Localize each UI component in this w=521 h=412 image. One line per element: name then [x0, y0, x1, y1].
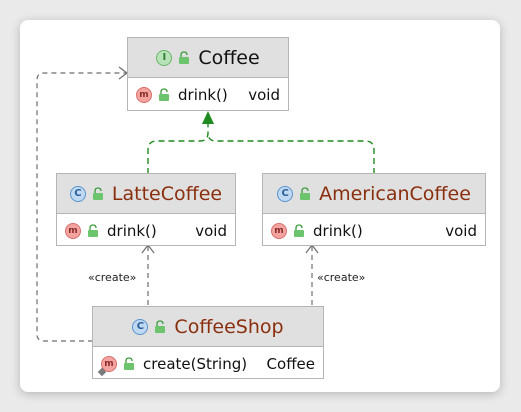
- coffee-shop-header: C CoffeeShop: [93, 307, 323, 347]
- class-icon: C: [277, 185, 294, 202]
- method-name: drink(): [178, 85, 228, 104]
- public-lock-icon: [179, 50, 190, 64]
- method-return-type: void: [195, 221, 227, 240]
- public-lock-icon: [92, 186, 103, 200]
- latte-coffee-title: LatteCoffee: [111, 182, 223, 205]
- coffee-shop-title: CoffeeShop: [174, 315, 284, 338]
- public-lock-icon: [159, 87, 169, 101]
- american-coffee-class-box[interactable]: C AmericanCoffee m drink() void: [262, 173, 486, 246]
- public-lock-icon: [155, 319, 166, 333]
- create-latte-label: «create»: [88, 271, 137, 284]
- method-name: create(String): [143, 354, 248, 373]
- method-name: drink(): [107, 221, 157, 240]
- public-lock-icon: [88, 223, 98, 237]
- latte-method-row[interactable]: m drink() void: [57, 214, 235, 247]
- american-method-row[interactable]: m drink() void: [263, 214, 485, 247]
- coffee-method-row[interactable]: m drink() void: [128, 78, 288, 111]
- method-icon: m: [65, 222, 81, 239]
- method-name: drink(): [313, 221, 363, 240]
- class-icon: C: [132, 318, 149, 335]
- public-lock-icon: [124, 356, 134, 370]
- create-american-label: «create»: [317, 271, 366, 284]
- american-coffee-header: C AmericanCoffee: [263, 174, 485, 214]
- method-icon: m: [136, 86, 152, 103]
- implements-arrowhead: [202, 111, 214, 124]
- implements-latte-line: [147, 121, 209, 174]
- latte-coffee-header: C LatteCoffee: [57, 174, 235, 214]
- latte-coffee-class-box[interactable]: C LatteCoffee m drink() void: [56, 173, 236, 246]
- coffee-shop-method-row[interactable]: m create(String) Coffee: [93, 347, 323, 380]
- public-lock-icon: [300, 186, 311, 200]
- coffee-interface-box[interactable]: I Coffee m drink() void: [127, 37, 289, 111]
- method-return-type: void: [248, 85, 280, 104]
- method-icon: m: [271, 222, 287, 239]
- implements-american-line: [207, 132, 375, 174]
- coffee-header: I Coffee: [128, 38, 288, 78]
- method-return-type: void: [445, 221, 477, 240]
- method-icon: m: [101, 355, 117, 372]
- coffee-title: Coffee: [198, 46, 260, 69]
- american-coffee-title: AmericanCoffee: [319, 182, 471, 205]
- method-return-type: Coffee: [266, 354, 315, 373]
- coffee-shop-class-box[interactable]: C CoffeeShop m create(String) Coffee: [92, 306, 324, 379]
- public-lock-icon: [294, 223, 304, 237]
- class-icon: C: [69, 185, 86, 202]
- interface-icon: I: [156, 49, 173, 66]
